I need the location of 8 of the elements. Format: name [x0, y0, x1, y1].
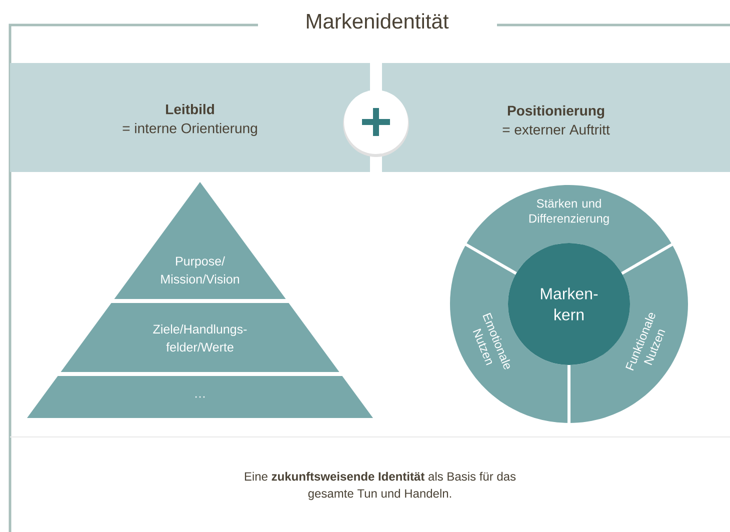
pyramid-tier: …	[27, 376, 373, 418]
title: Markenidentität	[306, 13, 449, 29]
pyramid-tier: Purpose/ Mission/Vision	[114, 182, 286, 299]
ring-segment: Stärken und Differenzierung	[466, 184, 672, 274]
caption: Eine zukunftsweisende Identität als Basis für das gesamte Tun und Handeln.	[244, 472, 516, 500]
pyramid-tier: Ziele/Handlungs- felder/Werte	[60, 303, 340, 372]
banner-box: Leitbild = interne Orientierung	[10, 63, 370, 172]
banner-box: Positionierung = externer Auftritt	[382, 63, 730, 172]
